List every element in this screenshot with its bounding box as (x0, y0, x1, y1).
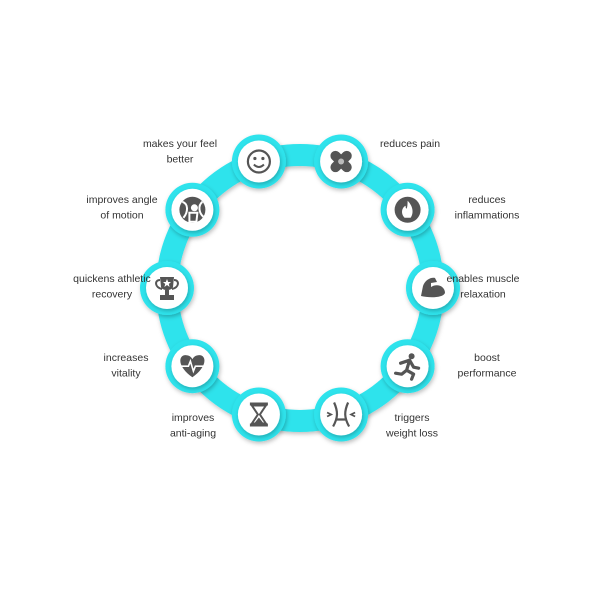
trophy-icon (155, 277, 179, 300)
joint-icon (179, 196, 206, 223)
benefit-node (165, 339, 220, 394)
benefit-node (231, 387, 286, 442)
smiley-icon (246, 149, 271, 174)
benefit-label: reduces pain (380, 138, 440, 150)
benefit-label: weight loss (385, 428, 438, 440)
benefit-label: triggers (394, 412, 429, 424)
benefit-node (380, 339, 435, 394)
bandage-icon (330, 150, 352, 173)
benefit-label: enables muscle (447, 273, 520, 285)
benefit-label: relaxation (460, 289, 506, 301)
benefit-node (140, 261, 194, 315)
benefit-label: of motion (100, 210, 143, 222)
benefit-label: recovery (92, 289, 133, 301)
benefit-label: makes your feel (143, 138, 217, 150)
benefit-node (231, 134, 286, 189)
benefit-label: boost (474, 352, 500, 364)
hourglass-icon (249, 402, 268, 427)
waist-icon (326, 402, 356, 428)
benefit-label: improves angle (86, 194, 157, 206)
benefit-node (314, 387, 369, 442)
benefit-label: performance (458, 368, 517, 380)
benefit-node (314, 134, 369, 189)
muscle-icon (421, 277, 445, 298)
benefit-label: reduces (468, 194, 505, 206)
benefit-node (406, 261, 460, 315)
benefit-label: improves (172, 412, 215, 424)
benefit-label: anti-aging (170, 428, 216, 440)
benefit-label: better (167, 154, 194, 166)
node-inner-disc (320, 393, 363, 436)
benefit-node (380, 182, 435, 237)
node-inner-disc (237, 140, 280, 183)
benefit-label: inflammations (455, 210, 520, 222)
benefit-label: quickens athletic (73, 273, 151, 285)
runner-icon (394, 353, 421, 381)
benefit-label: increases (104, 352, 149, 364)
heartbeat-icon (179, 355, 206, 378)
fire-icon (394, 196, 421, 223)
benefit-node (165, 182, 220, 237)
benefit-label: vitality (111, 368, 141, 380)
